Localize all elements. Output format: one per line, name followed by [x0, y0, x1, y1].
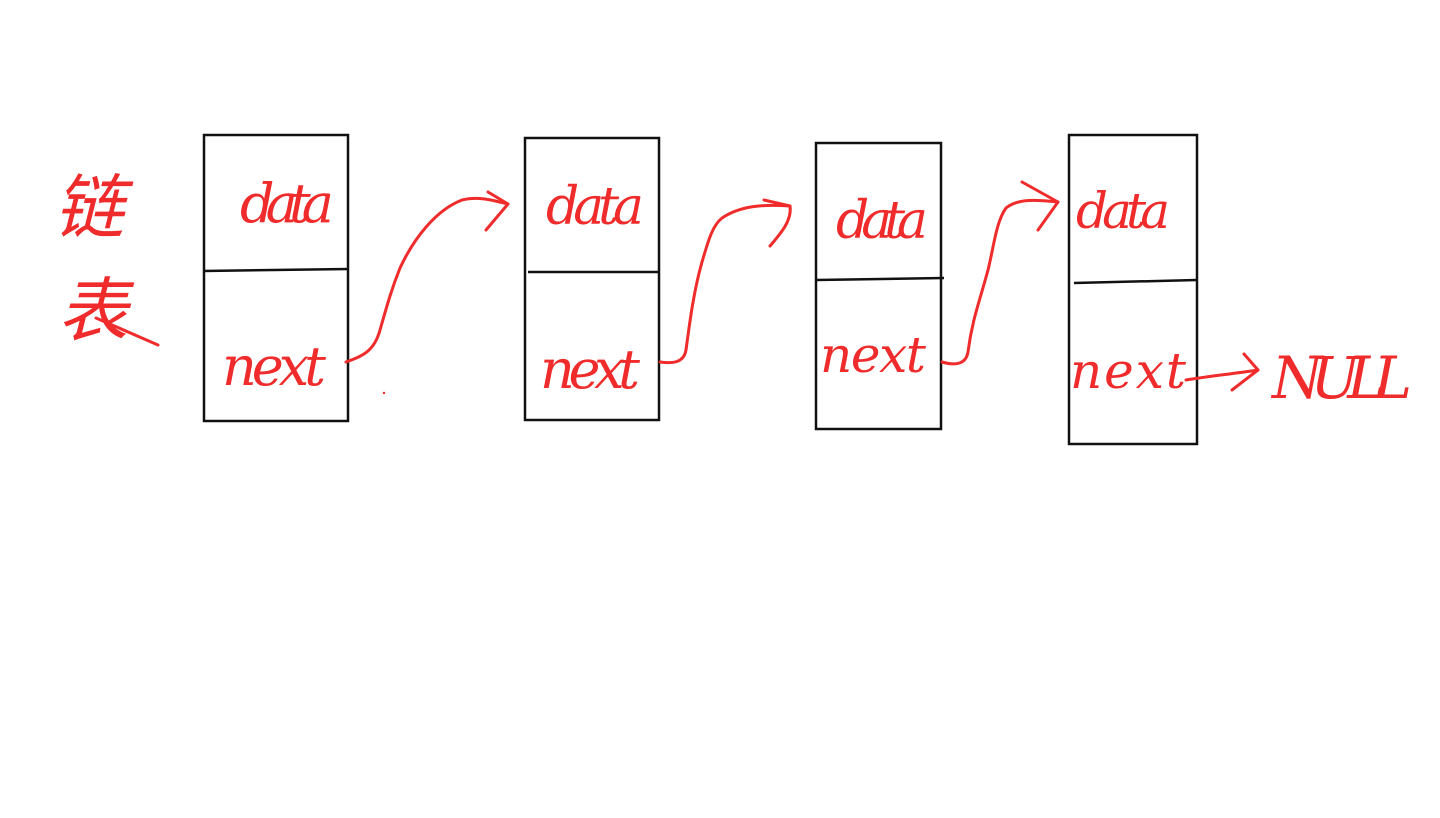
node-3: data next	[814, 141, 945, 431]
pointer-arrow-1-to-2	[344, 190, 510, 364]
title-char-1: 链	[54, 167, 134, 249]
next-label: next	[820, 326, 927, 384]
node-1: data next	[202, 133, 350, 423]
next-label: next	[540, 338, 640, 401]
ink-dot	[382, 391, 386, 395]
data-label: data	[1076, 182, 1170, 240]
next-label: next	[222, 335, 326, 398]
next-label: next	[1070, 342, 1187, 400]
node-4: data next	[1067, 133, 1199, 446]
pointer-arrow-3-to-4	[940, 180, 1060, 366]
title-char-2: 表	[58, 270, 135, 352]
data-label: data	[546, 177, 644, 237]
node-2: data next	[523, 136, 661, 422]
node-divider	[1073, 278, 1198, 285]
node-box	[1067, 133, 1199, 446]
pointer-arrow-4-to-null	[1184, 352, 1260, 392]
null-label: NULL	[1270, 344, 1412, 412]
node-box	[814, 141, 943, 431]
data-label: data	[836, 191, 928, 251]
node-divider	[202, 267, 350, 273]
node-box	[523, 136, 661, 422]
pointer-arrow-2-to-3	[658, 198, 792, 365]
title: 链 表	[54, 167, 135, 352]
data-label: data	[240, 172, 334, 235]
node-box	[202, 133, 350, 423]
node-divider	[815, 276, 945, 282]
